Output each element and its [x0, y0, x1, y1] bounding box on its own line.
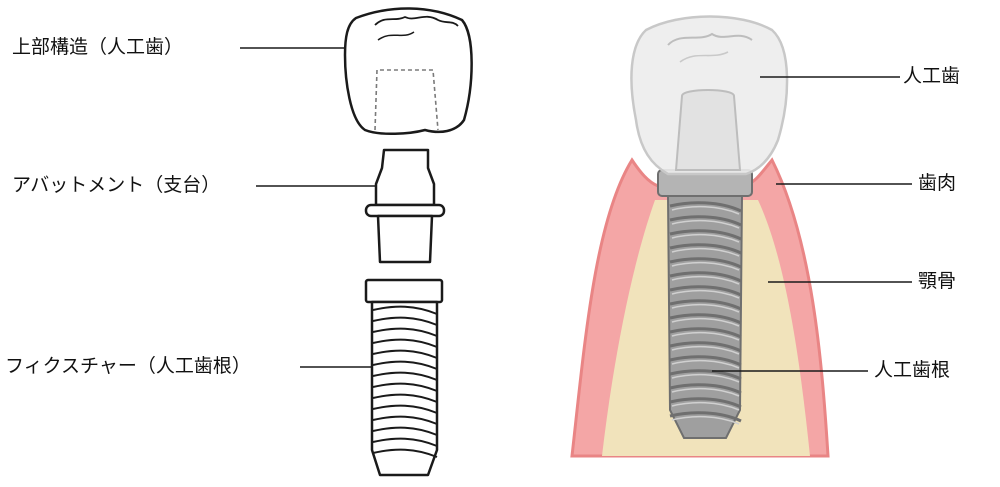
artificial-root-label: 人工歯根 — [874, 359, 951, 381]
abutment-part — [364, 148, 446, 264]
gum-label: 歯肉 — [918, 172, 957, 194]
jawbone-label: 顎骨 — [918, 270, 957, 292]
fixture-label: フィクスチャー（人工歯根） — [5, 355, 251, 377]
artificial-tooth-crown — [630, 15, 789, 176]
artificial-root-screw — [666, 195, 744, 439]
abutment-label: アバットメント（支台） — [12, 174, 221, 196]
crown-part — [343, 7, 473, 135]
fixture-part — [364, 278, 444, 477]
crown-label: 上部構造（人工歯） — [12, 36, 184, 58]
artificial-tooth-label: 人工歯 — [903, 65, 961, 87]
